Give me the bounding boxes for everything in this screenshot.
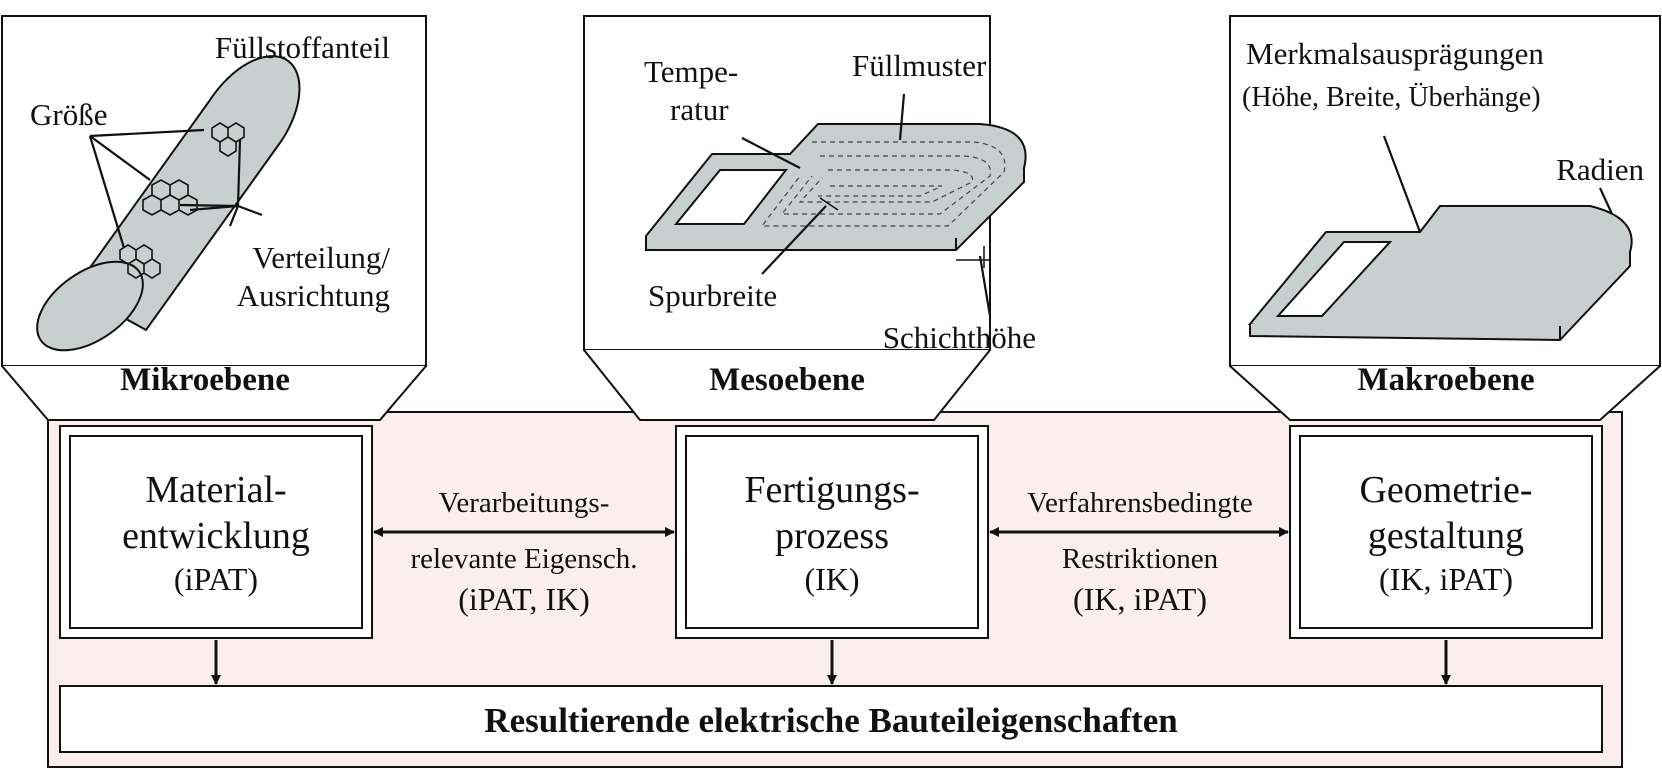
fill-pattern-label: Füllmuster <box>852 48 987 83</box>
manufacturing-box-line2: prozess <box>775 515 889 557</box>
material-box-line2: entwicklung <box>122 515 310 557</box>
macro-part-icon <box>1247 135 1633 342</box>
left-link: Verarbeitungs- relevante Eigensch. (iPAT… <box>373 487 675 617</box>
left-link-line3: (iPAT, IK) <box>458 581 590 617</box>
material-box: Material- entwicklung (iPAT) <box>59 425 373 639</box>
distribution-label-line1: Verteilung/ <box>252 240 390 275</box>
printed-part-icon <box>645 93 1027 317</box>
filler-cylinder-icon <box>36 55 301 352</box>
manufacturing-box-line3: (IK) <box>804 561 859 597</box>
micro-panel: Füllstoffanteil Größe Verteilung/ Ausric… <box>1 15 427 421</box>
meso-funnel <box>583 349 991 421</box>
meso-level-title: Mesoebene <box>709 362 865 398</box>
features-label-line2: (Höhe, Breite, Überhänge) <box>1242 82 1541 113</box>
left-link-line2: relevante Eigensch. <box>410 543 637 575</box>
micro-level-title: Mikroebene <box>120 362 290 398</box>
distribution-label-line2: Ausrichtung <box>237 278 390 313</box>
macro-funnel <box>1229 365 1661 421</box>
track-width-label: Spurbreite <box>648 278 777 313</box>
features-label-line1: Merkmalsausprägungen <box>1246 36 1544 71</box>
layer-height-label: Schichthöhe <box>883 320 1036 355</box>
left-link-line1: Verarbeitungs- <box>439 487 610 519</box>
geometry-box: Geometrie- gestaltung (IK, iPAT) <box>1289 425 1603 639</box>
filler-content-label: Füllstoffanteil <box>215 30 390 65</box>
macro-panel: Merkmalsausprägungen (Höhe, Breite, Über… <box>1229 15 1661 421</box>
right-link-line1: Verfahrensbedingte <box>1027 487 1252 519</box>
manufacturing-box-line1: Fertigungs- <box>744 469 919 511</box>
micro-funnel <box>1 365 427 421</box>
right-link-line3: (IK, iPAT) <box>1073 581 1207 617</box>
result-label: Resultierende elektrische Bauteileigensc… <box>484 701 1177 740</box>
material-box-line3: (iPAT) <box>174 561 258 597</box>
geometry-box-line1: Geometrie- <box>1359 469 1532 511</box>
temperature-label-line2: ratur <box>670 92 729 127</box>
right-link: Verfahrensbedingte Restriktionen (IK, iP… <box>989 487 1289 617</box>
right-link-line2: Restriktionen <box>1062 543 1219 575</box>
macro-level-title: Makroebene <box>1357 362 1534 398</box>
result-box: Resultierende elektrische Bauteileigensc… <box>59 685 1603 753</box>
geometry-box-line2: gestaltung <box>1368 515 1524 557</box>
radii-label: Radien <box>1556 152 1644 187</box>
manufacturing-box: Fertigungs- prozess (IK) <box>675 425 989 639</box>
material-box-line1: Material- <box>145 469 286 511</box>
size-label: Größe <box>30 97 107 132</box>
geometry-box-line3: (IK, iPAT) <box>1379 561 1513 597</box>
temperature-label-line1: Tempe- <box>644 54 738 89</box>
meso-panel: Tempe- ratur Füllmuster Spurbreite Schic… <box>583 15 1036 421</box>
